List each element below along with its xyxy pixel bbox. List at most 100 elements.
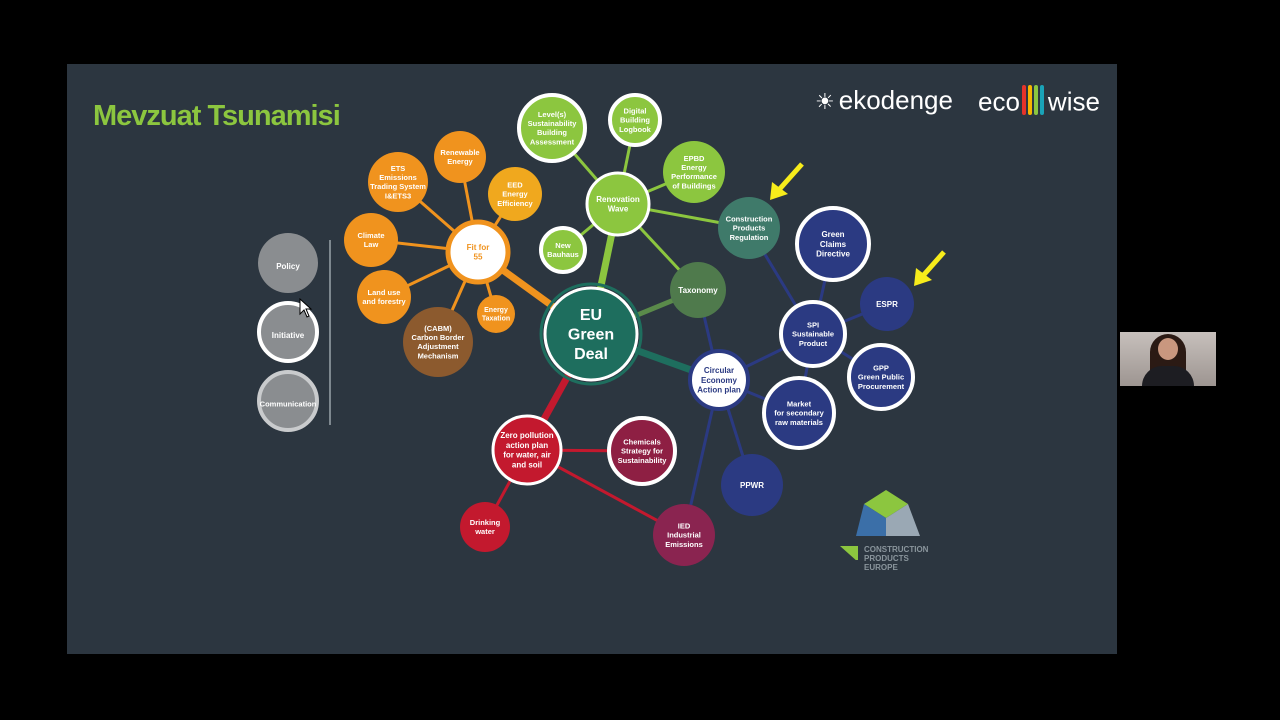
node-label-line: Trading System — [370, 182, 426, 191]
node-label-line: New — [555, 241, 571, 250]
node-label-line: Circular — [704, 366, 734, 375]
node-label-line: Strategy for — [621, 447, 663, 456]
legend-communication-label: Communication — [260, 400, 317, 409]
node-label-line: Fit for — [467, 243, 490, 252]
node-label-line: Sustainability — [618, 456, 668, 465]
ecowise-logo-right: wise — [1047, 86, 1100, 117]
node-label-line: Product — [799, 339, 828, 348]
node-label-line: GPP — [873, 363, 889, 372]
node-label-line: Mechanism — [418, 351, 459, 360]
node-espr: ESPR — [860, 277, 914, 331]
node-label-line: Initiative — [272, 331, 305, 340]
node-label-line: Climate — [357, 231, 384, 240]
node-label-line: Efficiency — [497, 199, 533, 208]
cpe-line-3: EUROPE — [864, 563, 898, 572]
node-label-line: Taxonomy — [678, 286, 718, 295]
node-label-line: Claims — [820, 240, 847, 249]
node-label-line: Energy — [502, 190, 528, 199]
legend-communication: Communication — [257, 370, 319, 432]
node-label-line: Green — [568, 327, 614, 344]
node-label-line: Policy — [276, 262, 300, 271]
node-ppwr-label: PPWR — [740, 481, 764, 490]
node-label-line: IED — [678, 521, 691, 530]
node-label-line: (CABM) — [424, 324, 452, 333]
node-label-line: for water, air — [503, 451, 551, 460]
node-label-line: for secondary — [774, 409, 824, 418]
node-espr-label: ESPR — [876, 300, 898, 309]
node-label-line: Emissions — [379, 173, 417, 182]
webcam-thumbnail[interactable] — [1120, 332, 1216, 386]
node-label-line: Energy — [484, 307, 508, 314]
legend-policy: Policy — [258, 233, 318, 293]
node-label-line: Wave — [608, 205, 629, 214]
node-label-line: EED — [507, 180, 523, 189]
node-label-line: water — [474, 527, 495, 536]
node-label-line: Assessment — [530, 137, 575, 146]
node-label-line: EPBD — [684, 154, 705, 163]
node-label-line: PPWR — [740, 481, 764, 490]
node-label-line: Directive — [816, 250, 850, 259]
node-label-line: Sustainable — [792, 330, 834, 339]
node-label-line: ESPR — [876, 300, 898, 309]
node-label-line: 55 — [474, 253, 483, 262]
node-label-line: Digital — [624, 106, 647, 115]
ekodenge-logo-text: ekodenge — [838, 85, 953, 115]
yellow-arrow-espr-icon — [914, 250, 946, 286]
node-label-line: Logbook — [619, 125, 651, 134]
node-label-line: Building — [620, 116, 650, 125]
node-label-line: Construction — [726, 214, 773, 223]
node-label-line: Economy — [701, 376, 738, 385]
legend-initiative: Initiative — [257, 301, 319, 363]
node-label-line: of Buildings — [672, 181, 715, 190]
legend-initiative-label: Initiative — [272, 331, 305, 340]
ekodenge-wave-icon: ☀ — [815, 89, 835, 114]
node-label-line: Performance — [671, 172, 717, 181]
mouse-cursor-icon — [299, 298, 313, 318]
node-label-line: Zero pollution — [500, 431, 553, 440]
node-ppwr: PPWR — [721, 454, 783, 516]
node-label-line: Procurement — [858, 382, 905, 391]
node-label-line: Action plan — [697, 386, 741, 395]
node-label-line: Products — [733, 224, 766, 233]
node-label-line: Bauhaus — [547, 250, 579, 259]
ekodenge-logo: ☀ekodenge — [815, 85, 953, 116]
node-label-line: Communication — [260, 400, 317, 409]
node-label-line: Green — [821, 230, 844, 239]
node-label-line: Deal — [574, 346, 608, 363]
construction-products-europe-logo — [840, 490, 920, 560]
node-label-line: Carbon Border — [412, 333, 465, 342]
